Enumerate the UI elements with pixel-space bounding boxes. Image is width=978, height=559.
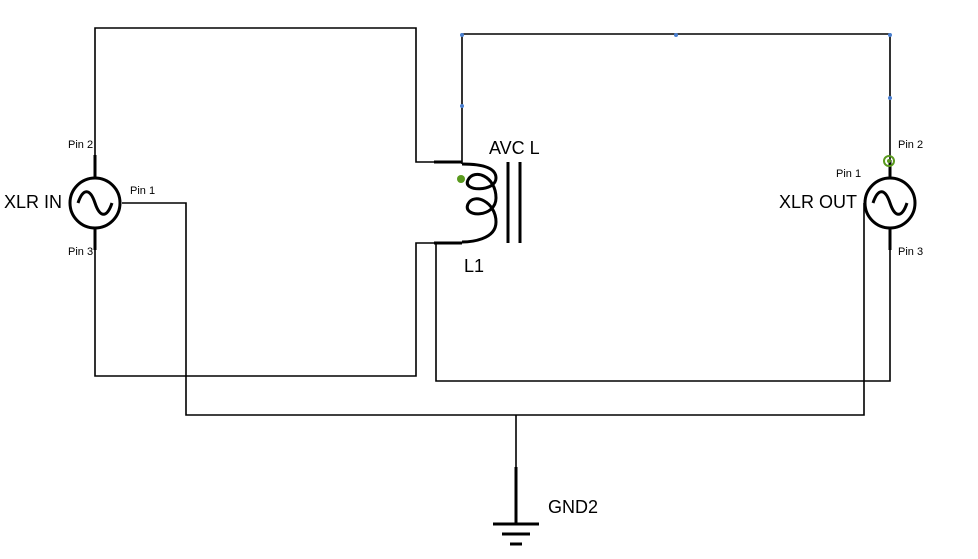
xlr-in-component[interactable]: XLR IN Pin 2 Pin 1 Pin 3 [4,139,155,258]
iron-core-inductor-icon [461,162,498,244]
xlr-out-label: XLR OUT [779,192,857,212]
sine-wave-icon [76,190,114,216]
wires [94,27,891,467]
xlr-in-pin2-label: Pin 2 [68,139,93,151]
ground-label: GND2 [548,497,598,517]
ground-icon [493,522,539,546]
wire-in-pin2[interactable] [94,27,462,178]
xlr-out-pin3-label: Pin 3 [898,246,923,258]
wire-out-pin1[interactable] [516,203,865,416]
inductor-ref-label: L1 [464,256,484,276]
inductor-node-highlight[interactable] [457,175,465,183]
wire-in-pin3[interactable] [94,226,462,377]
xlr-in-label: XLR IN [4,192,62,212]
junction-dot[interactable] [888,96,892,100]
sine-wave-icon [871,190,909,216]
wire-out-pin3[interactable] [435,226,891,382]
junction-dot[interactable] [460,104,464,108]
xlr-out-pin2-label: Pin 2 [898,139,923,151]
inductor-type-label: AVC L [489,138,540,158]
wire-in-pin1[interactable] [122,202,516,416]
xlr-in-pin3-label: Pin 3 [68,246,93,258]
xlr-out-pin2-node-highlight[interactable] [883,155,895,167]
inductor-component[interactable]: AVC L L1 [434,138,540,276]
xlr-out-pin2-node-dot [887,159,891,163]
junction-dot[interactable] [460,33,464,37]
xlr-out-pin1-label: Pin 1 [836,168,861,180]
junction-dots [460,33,892,108]
junction-dot[interactable] [888,33,892,37]
ground-component[interactable]: GND2 [493,467,598,546]
xlr-in-pin1-label: Pin 1 [130,185,155,197]
junction-dot[interactable] [674,33,678,37]
xlr-out-component[interactable]: XLR OUT Pin 2 Pin 1 Pin 3 [779,139,923,258]
